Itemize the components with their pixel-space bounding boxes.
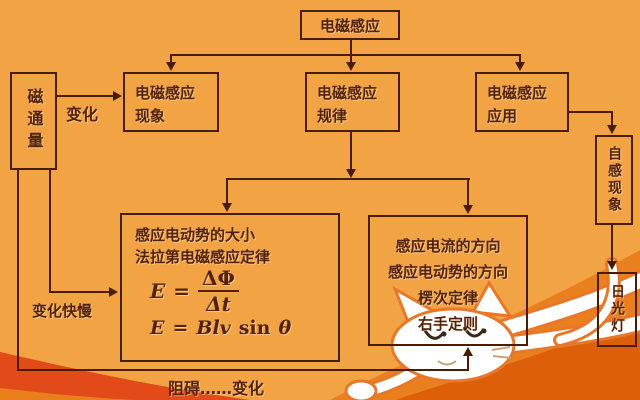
faraday-fraction: ΔΦ Δt [198, 267, 239, 315]
cat-ear-right [470, 280, 513, 318]
motional-equals: = [172, 317, 189, 339]
connector-application-down [611, 111, 613, 126]
node-law-line2: 规律 [317, 107, 348, 125]
node-direction-rules: 感应电流的方向 感应电动势的方向 楞次定律 右手定则 [368, 215, 528, 346]
edge-label-change-rate: 变化快慢 [32, 302, 93, 320]
emf-box-line2: 法拉第电磁感应定律 [135, 248, 271, 266]
node-phenomenon: 电磁感应 现象 [123, 72, 219, 132]
node-magnetic-flux-label: 磁通量 [24, 88, 44, 154]
arrowhead-to-lamp [607, 261, 617, 270]
connector-to-application [519, 54, 521, 63]
arrowhead-law-stem [346, 169, 356, 178]
faraday-equals: = [173, 279, 191, 303]
faraday-formula: E = ΔΦ Δt [150, 267, 239, 315]
arrowhead-to-application [515, 62, 525, 71]
direction-line3: 楞次定律 [417, 289, 478, 307]
connector-to-phenomenon [170, 54, 172, 63]
connector-flux-down-inner [49, 170, 51, 293]
node-phenomenon-line1: 电磁感应 [135, 84, 196, 102]
node-law-line1: 电磁感应 [317, 84, 378, 102]
motional-sin: sin [238, 317, 271, 339]
arrowhead-to-directionbox [463, 205, 473, 214]
node-phenomenon-line2: 现象 [135, 107, 166, 125]
node-application-line2: 应用 [487, 107, 518, 125]
faraday-numerator: ΔΦ [198, 267, 239, 292]
arrowhead-to-law [346, 62, 356, 71]
connector-to-emfbox [226, 178, 228, 204]
connector-to-law [350, 54, 352, 63]
node-self-induction: 自感现象 [595, 135, 633, 225]
node-application-line1: 电磁感应 [487, 84, 548, 102]
arrowhead-hinder-up [463, 347, 473, 356]
connector-selfinduction-lamp [611, 225, 613, 262]
node-root-label: 电磁感应 [319, 16, 380, 35]
connector-root-bus [171, 54, 521, 56]
emf-box-line1: 感应电动势的大小 [135, 226, 256, 244]
arrowhead-to-emfbox [222, 203, 232, 212]
connector-root-stem [350, 40, 352, 54]
edge-label-hinder-change: 阻碍……变化 [168, 379, 265, 398]
connector-hinder-up [467, 355, 469, 371]
connector-hinder-bus [17, 369, 469, 371]
faraday-lhs: E [150, 279, 166, 303]
connector-application-right [568, 111, 613, 113]
arrowhead-changerate-to-emfbox [109, 287, 118, 297]
direction-line4: 右手定则 [417, 315, 478, 333]
node-fluorescent-lamp: 日光灯 [597, 272, 637, 347]
faraday-denominator: Δt [206, 292, 231, 316]
motional-vars: Blv [196, 317, 231, 339]
motional-lhs: E [150, 317, 165, 339]
node-emf-magnitude: 感应电动势的大小 法拉第电磁感应定律 E = ΔΦ Δt E = Blv sin… [120, 213, 340, 362]
connector-to-directionbox [467, 178, 469, 206]
direction-box-text: 感应电流的方向 感应电动势的方向 楞次定律 右手定则 [370, 217, 526, 337]
connector-law-stem [350, 132, 352, 170]
node-root: 电磁感应 [300, 10, 400, 40]
arrowhead-to-selfinduction [607, 125, 617, 134]
connector-law-bus [226, 178, 470, 180]
node-application: 电磁感应 应用 [475, 72, 569, 132]
node-law: 电磁感应 规律 [305, 72, 400, 132]
connector-flux-down-outer [17, 170, 19, 371]
connector-flux-phenomenon [57, 95, 114, 97]
node-magnetic-flux: 磁通量 [10, 72, 57, 170]
connector-changerate-to-emfbox [49, 291, 110, 293]
cat-paw [344, 379, 378, 400]
cat-illustration [344, 257, 640, 400]
node-self-induction-label: 自感现象 [606, 146, 622, 214]
direction-line2: 感应电动势的方向 [387, 263, 508, 281]
arrowhead-to-phenomenon [166, 62, 176, 71]
direction-line1: 感应电流的方向 [395, 237, 501, 255]
motional-theta: θ [278, 317, 292, 339]
arrowhead-flux-phenomenon [113, 91, 122, 101]
node-fluorescent-lamp-label: 日光灯 [609, 284, 625, 335]
motional-emf-formula: E = Blv sin θ [150, 317, 291, 339]
edge-label-change: 变化 [66, 105, 99, 124]
